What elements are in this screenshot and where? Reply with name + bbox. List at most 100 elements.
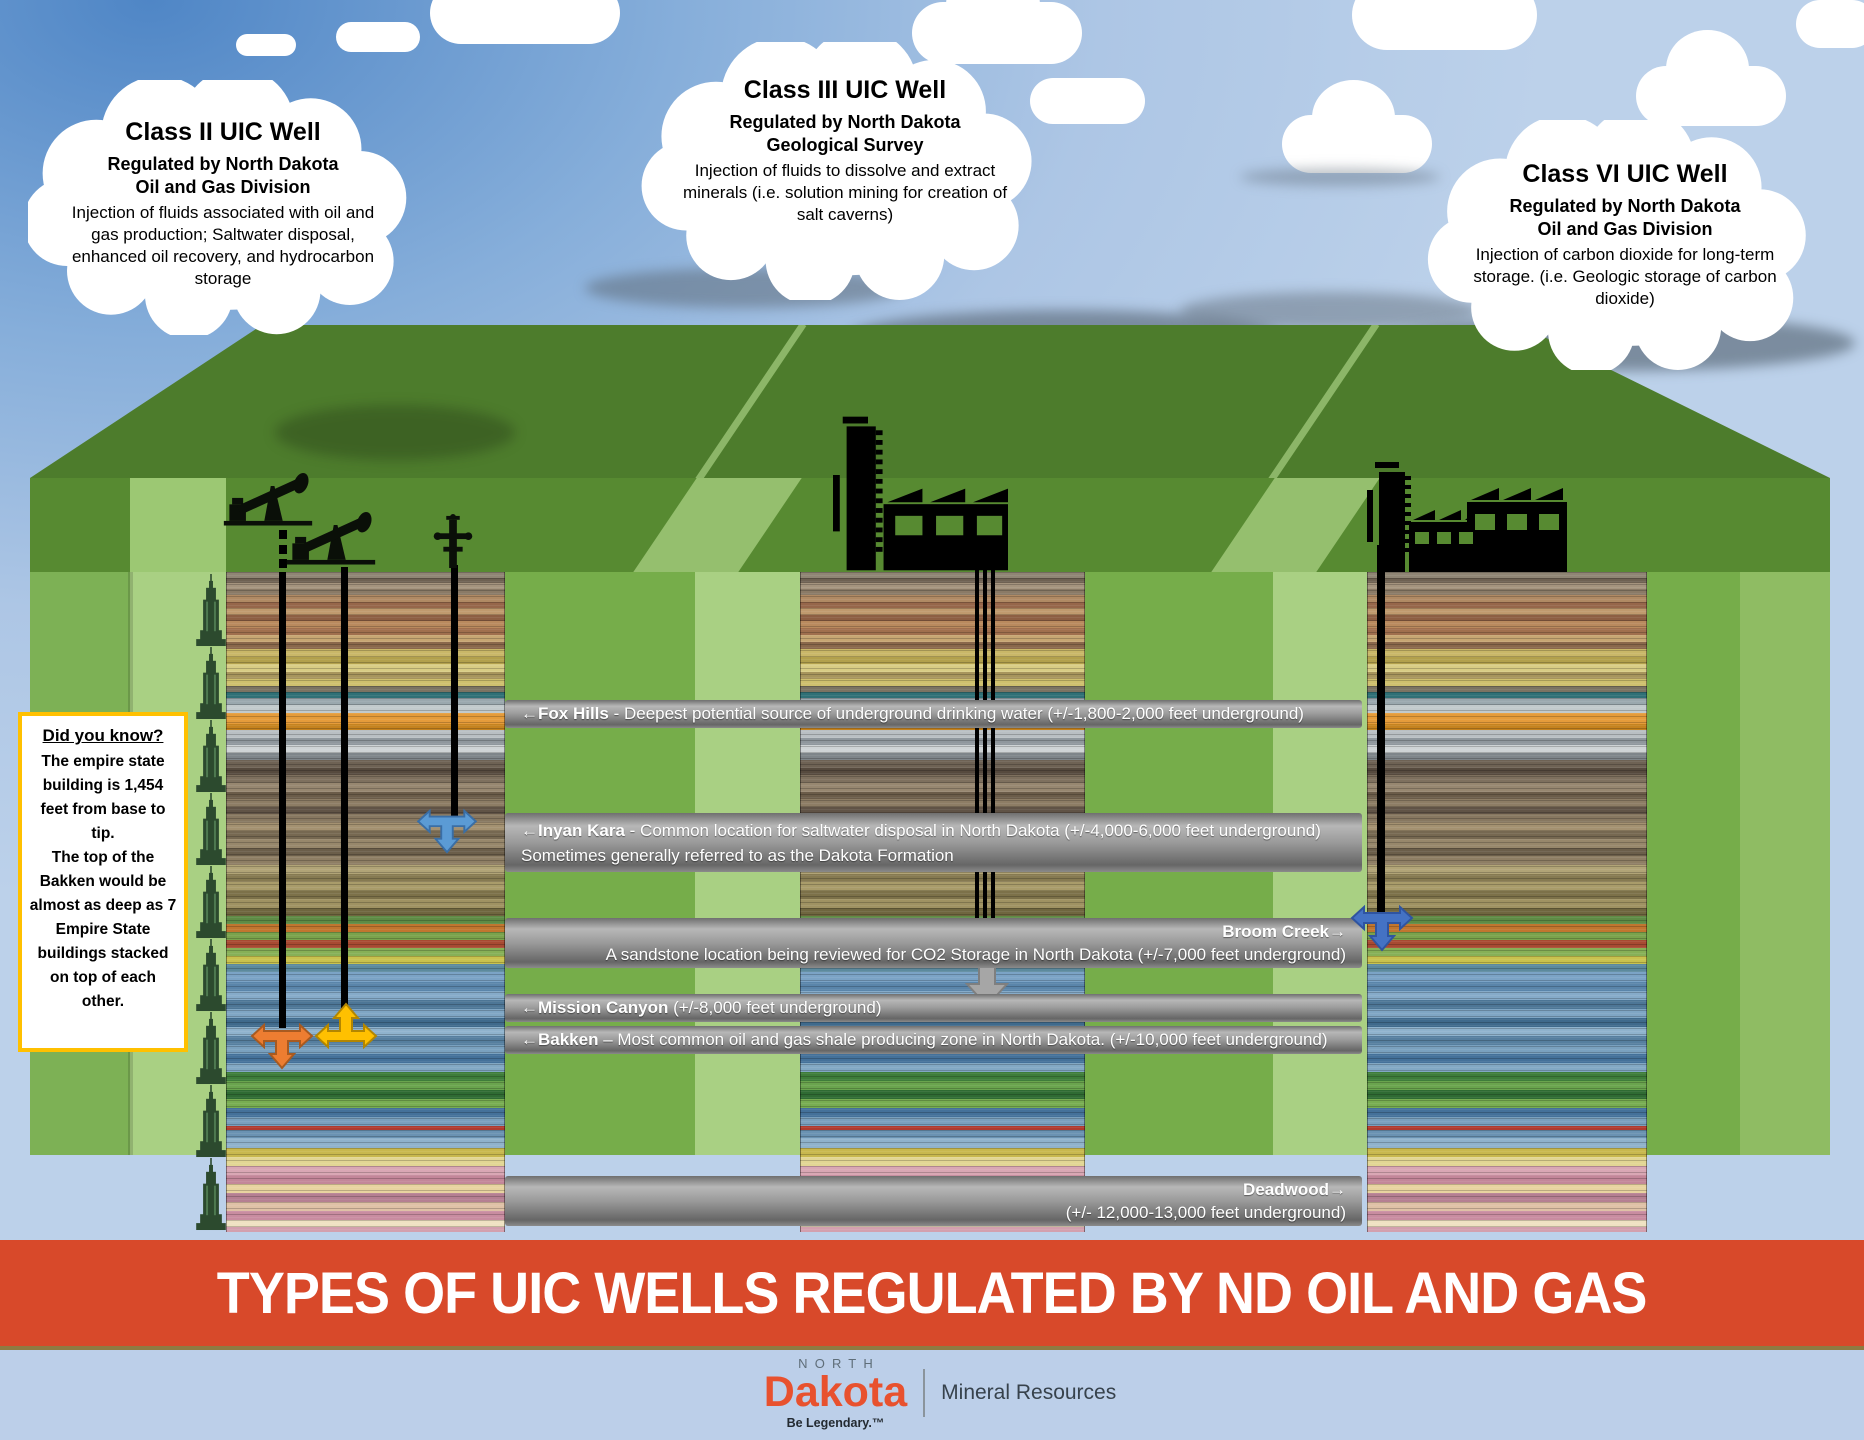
did-you-know-title: Did you know? — [42, 726, 164, 745]
pumpjack-icon — [286, 511, 376, 565]
wellhead-tree-icon — [433, 514, 473, 568]
nd-mineral-resources-logo: NORTH Dakota Be Legendary.™ Mineral Reso… — [700, 1356, 1180, 1430]
formation-desc: A sandstone location being reviewed for … — [605, 945, 1346, 964]
callout-body: Injection of carbon dioxide for long-ter… — [1473, 245, 1777, 309]
well-bore-dash — [279, 559, 287, 568]
formation-name: ←Mission Canyon — [521, 998, 669, 1017]
formation-desc: (+/- 12,000-13,000 feet underground) — [1065, 1203, 1346, 1222]
page-title: TYPES OF UIC WELLS REGULATED BY ND OIL A… — [217, 1260, 1648, 1326]
did-you-know-box: Did you know? The empire state building … — [18, 712, 188, 1052]
solution-mining-plant-icon — [833, 416, 1008, 571]
injection-arrow-icon — [250, 1022, 314, 1070]
cloud-decoration — [1352, 0, 1537, 50]
empire-state-building-icon — [196, 1085, 226, 1158]
callout-class2: Class II UIC Well Regulated by North Dak… — [28, 80, 418, 335]
formation-desc: – Most common oil and gas shale producin… — [598, 1030, 1328, 1049]
grass-edge-seam — [1261, 325, 1380, 478]
empire-state-building-icon — [196, 574, 226, 647]
well-bore-inyan-kara — [451, 565, 458, 816]
empire-state-building-icon — [196, 866, 226, 939]
formation-desc: Sometimes generally referred to as the D… — [521, 846, 954, 865]
formation-line: ←Inyan Kara - Common location for saltwa… — [521, 818, 1346, 843]
cloud-shape — [641, 42, 1032, 300]
formation-name: Deadwood→ — [1243, 1180, 1346, 1199]
divider — [0, 1346, 1864, 1350]
callout-body: Injection of fluids associated with oil … — [71, 203, 375, 289]
empire-state-building-icon — [196, 1012, 226, 1085]
empire-state-building-icon — [196, 1158, 226, 1231]
cloud-shape — [28, 80, 407, 335]
cloud-decoration — [1030, 78, 1145, 124]
strata-column-class2 — [226, 572, 505, 1232]
well-bore-solution-mining — [991, 570, 995, 960]
empire-state-building-icon — [196, 939, 226, 1012]
formation-name: ←Bakken — [521, 1030, 599, 1049]
callout-body: Injection of fluids to dissolve and extr… — [682, 161, 1008, 225]
arrow-shape — [250, 1022, 314, 1070]
cloud-decoration — [1636, 30, 1786, 126]
callout-title: Class III UIC Well — [743, 76, 947, 104]
callout-title: Class VI UIC Well — [1522, 160, 1728, 188]
arrow-shape — [416, 808, 478, 854]
formation-banner-bakken: ←Bakken – Most common oil and gas shale … — [505, 1026, 1362, 1054]
formation-desc: - Common location for saltwater disposal… — [624, 821, 1321, 840]
arrow-shape — [1350, 904, 1414, 952]
formation-name: ←Fox Hills — [521, 704, 609, 723]
co2-injection-plant-icon — [1367, 462, 1567, 572]
production-arrow-icon — [314, 1002, 378, 1050]
cloud-shadow — [1240, 168, 1440, 186]
callout-subtitle: Oil and Gas Division — [135, 176, 311, 197]
empire-state-building-icon — [196, 647, 226, 720]
empire-state-building-icon — [196, 720, 226, 793]
formation-banner-fox-hills: ←Fox Hills - Deepest potential source of… — [505, 700, 1362, 728]
well-bore-co2 — [1377, 545, 1385, 912]
title-banner: TYPES OF UIC WELLS REGULATED BY ND OIL A… — [0, 1240, 1864, 1346]
cloud-decoration — [336, 22, 420, 52]
grass-shadow — [275, 405, 515, 460]
well-bore-saltwater-disposal — [279, 572, 286, 1028]
well-bore-solution-mining — [983, 570, 987, 960]
empire-state-building-stack — [194, 574, 228, 1231]
grass-shade — [130, 478, 226, 572]
grass-top-face — [30, 325, 1830, 478]
callout-class6: Class VI UIC Well Regulated by North Dak… — [1425, 120, 1825, 370]
well-bore-solution-mining — [975, 570, 979, 960]
callout-subtitle: Regulated by North Dakota — [107, 154, 339, 174]
cloud-decoration — [1796, 0, 1864, 48]
strata-column-class3 — [800, 572, 1085, 1232]
callout-class3: Class III UIC Well Regulated by North Da… — [640, 42, 1050, 300]
well-bore-oil-recovery — [341, 567, 348, 1008]
did-you-know-text: The empire state building is 1,454 feet … — [40, 753, 166, 843]
cloud-shape — [1427, 120, 1806, 370]
cloud-shadow — [1180, 292, 1480, 330]
logo-dakota-text: Dakota — [763, 1368, 908, 1416]
well-bore-dash — [279, 545, 287, 554]
logo-tagline: Be Legendary.™ — [786, 1416, 885, 1430]
callout-subtitle: Regulated by North Dakota — [1509, 196, 1741, 216]
callout-subtitle: Geological Survey — [766, 134, 924, 155]
formation-banner-mission-canyon: ←Mission Canyon (+/-8,000 feet undergrou… — [505, 994, 1362, 1022]
grass-shade — [1211, 478, 1380, 572]
formation-desc: - Deepest potential source of undergroun… — [608, 704, 1304, 723]
formation-banner-deadwood: Deadwood→ (+/- 12,000-13,000 feet underg… — [505, 1176, 1362, 1226]
callout-subtitle: Oil and Gas Division — [1537, 218, 1713, 239]
strata-column-class6 — [1367, 572, 1647, 1232]
injection-arrow-icon — [416, 808, 478, 854]
callout-title: Class II UIC Well — [125, 118, 321, 146]
grass-edge-seam — [688, 325, 807, 478]
formation-banner-inyan-kara: ←Inyan Kara - Common location for saltwa… — [505, 813, 1362, 872]
callout-subtitle: Regulated by North Dakota — [729, 112, 961, 132]
empire-state-building-icon — [196, 793, 226, 866]
formation-desc: (+/-8,000 feet underground) — [668, 998, 882, 1017]
logo-divider — [923, 1369, 926, 1417]
cloud-decoration — [1282, 80, 1432, 173]
cloud-decoration — [430, 0, 620, 44]
formation-name: ←Inyan Kara — [521, 821, 625, 840]
pumpjack-icon — [223, 472, 313, 526]
arrow-shape — [314, 1002, 378, 1050]
footer: NORTH Dakota Be Legendary.™ Mineral Reso… — [0, 1350, 1864, 1440]
formation-name: Broom Creek→ — [1222, 922, 1346, 941]
well-bore-dash — [279, 530, 287, 539]
did-you-know-text: The top of the Bakken would be almost as… — [29, 849, 177, 1011]
